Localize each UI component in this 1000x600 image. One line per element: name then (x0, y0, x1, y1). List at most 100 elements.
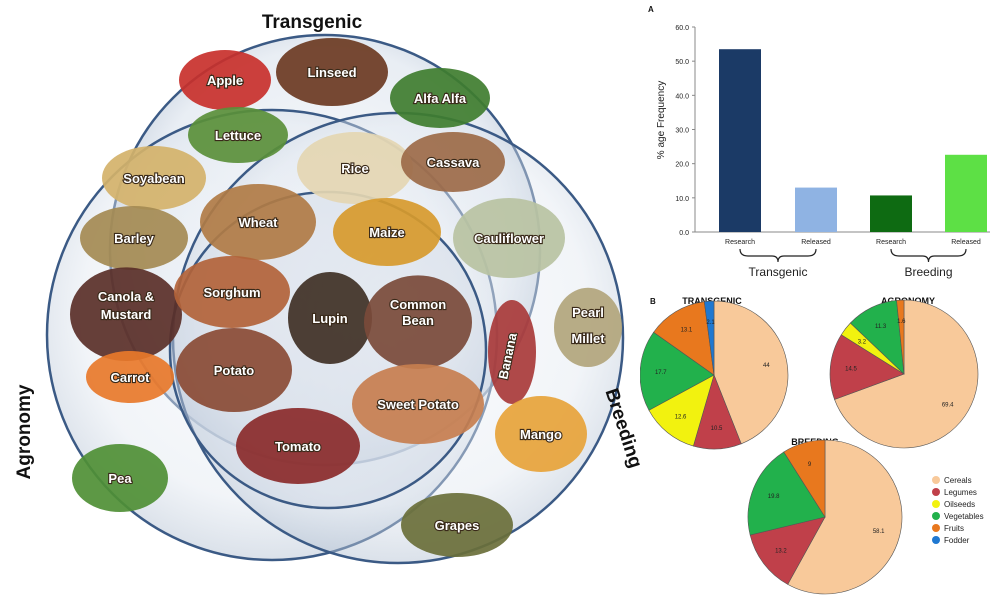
venn-diagram: Transgenic Agronomy Breeding AppleLinsee… (14, 12, 640, 565)
crop-image-sorghum (174, 256, 290, 328)
crop-image-cauliflower (453, 198, 565, 278)
legend-swatch (932, 488, 940, 496)
bar-1 (719, 49, 761, 233)
crop-label-millet: Millet (571, 331, 605, 346)
crop-apple: Apple (179, 50, 271, 110)
crop-label-mango: Mango (520, 427, 562, 442)
pie-slice-label: 9 (808, 462, 812, 468)
crop-label-soyabean: Soyabean (123, 171, 184, 186)
pie-slice-legumes (829, 334, 905, 400)
crop-mango: Mango (495, 396, 587, 472)
crop-image-carrot (86, 351, 174, 403)
pie-slice-cereals (834, 299, 979, 449)
crop-label-apple: Apple (207, 73, 243, 88)
pie-slice-label: 12.6 (675, 414, 687, 420)
crop-label-cauliflower: Cauliflower (474, 231, 544, 246)
legend-label: Oilseeds (944, 500, 975, 509)
crop-potato: Potato (176, 328, 292, 412)
crop-label-pea: Pea (108, 471, 132, 486)
crop-image-linseed (276, 38, 388, 106)
crop-image-banana (488, 300, 536, 404)
legend-item-cereals: Cereals (932, 476, 972, 485)
pie-slice-label: 3.2 (858, 339, 867, 345)
crop-image-soyabean (102, 146, 206, 210)
crop-label-sorghum: Sorghum (203, 285, 260, 300)
bar-4 (945, 154, 987, 232)
crop-image-tomato (236, 408, 360, 484)
legend-swatch (932, 476, 940, 484)
bar-3 (870, 195, 912, 232)
bar-y-tick-label: 40.0 (675, 93, 689, 100)
crop-label-potato: Potato (214, 363, 255, 378)
pie-chart-panel: B TRANSGENIC4410.512.617.713.12.1AGRONOM… (640, 296, 984, 595)
pie-slice-legumes (749, 516, 826, 585)
crop-image-pea (72, 444, 168, 512)
bar-y-tick-label: 0.0 (679, 230, 689, 237)
crop-label-cassava: Cassava (427, 155, 481, 170)
panel-label-b: B (650, 297, 656, 306)
bar-y-tick-label: 20.0 (675, 162, 689, 169)
bar-x-tick-label: Released (951, 239, 981, 246)
crop-label-barley: Barley (114, 231, 155, 246)
bar-y-tick-label: 60.0 (675, 25, 689, 32)
crop-image-maize (333, 198, 441, 266)
bar-group-label: Breeding (904, 265, 952, 279)
crop-image-common (364, 275, 472, 370)
pie-slice-label: 11.3 (875, 324, 887, 330)
pie-slice-fruits (653, 301, 715, 376)
crop-lupin: Lupin (288, 272, 372, 364)
crop-image-apple (179, 50, 271, 110)
crop-pearl: Pearl (554, 287, 622, 367)
pie-transgenic: TRANSGENIC4410.512.617.713.12.1 (640, 296, 789, 450)
crop-label-carrot: Carrot (110, 370, 150, 385)
pie-slice-label: 13.1 (681, 327, 693, 333)
pie-slice-label: 13.2 (775, 549, 787, 555)
crop-alfa-alfa: Alfa Alfa (390, 68, 490, 128)
crop-label-sweet-potato: Sweet Potato (377, 397, 459, 412)
bar-x-tick-label: Research (876, 239, 906, 246)
legend-swatch (932, 500, 940, 508)
set-label-breeding: Breeding (601, 386, 640, 471)
pie-slice-cereals (787, 439, 903, 595)
pie-legend: CerealsLegumesOilseedsVegetablesFruitsFo… (932, 476, 984, 545)
pie-slice-label: 14.5 (845, 366, 857, 372)
panel-label-a: A (648, 5, 654, 14)
crop-image-wheat (200, 184, 316, 260)
crop-image-alfa-alfa (390, 68, 490, 128)
crop-label-canola: Canola & (98, 289, 154, 304)
bar-ylabel: % age Frequency (656, 81, 667, 159)
crop-image-lettuce (188, 107, 288, 163)
crop-label-lupin: Lupin (312, 311, 347, 326)
pie-slice-label: 10.5 (711, 426, 723, 432)
pie-slice-label: 19.8 (768, 494, 780, 500)
crop-label-alfa-alfa: Alfa Alfa (414, 91, 467, 106)
crop-label-tomato: Tomato (275, 439, 321, 454)
crop-cauliflower: Cauliflower (453, 198, 565, 278)
crop-sweet-potato: Sweet Potato (352, 364, 484, 444)
crop-bean: Bean (401, 312, 435, 329)
crop-grapes: Grapes (401, 493, 513, 557)
crop-wheat: Wheat (200, 184, 316, 260)
crop-cassava: Cassava (401, 132, 505, 192)
pie-slice-fodder (703, 300, 715, 376)
crop-soyabean: Soyabean (102, 146, 206, 210)
crop-common: Common (364, 275, 472, 370)
crop-image-pearl (554, 287, 622, 367)
bar-group-brace (739, 248, 817, 263)
crop-pea: Pea (72, 444, 168, 512)
crop-carrot: Carrot (86, 351, 174, 403)
bar-y-tick-label: 10.0 (675, 196, 689, 203)
legend-label: Cereals (944, 476, 972, 485)
legend-swatch (932, 512, 940, 520)
legend-item-oilseeds: Oilseeds (932, 500, 975, 509)
crop-canola: Canola & (70, 267, 182, 362)
pie-slice-oilseeds (648, 374, 715, 447)
crop-label-pearl: Pearl (572, 305, 604, 320)
crop-label-common: Common (390, 297, 446, 312)
bar-y-tick-label: 50.0 (675, 59, 689, 66)
crop-sorghum: Sorghum (174, 256, 290, 328)
crop-label-linseed: Linseed (307, 65, 356, 80)
